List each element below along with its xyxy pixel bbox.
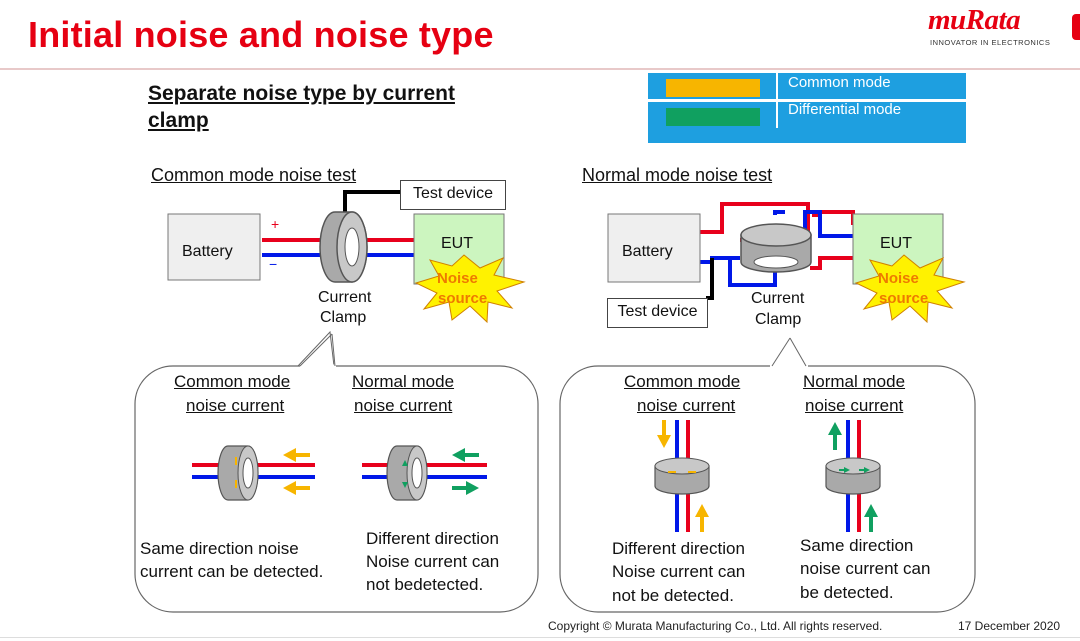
left-noise-label-1: Noise — [437, 270, 478, 287]
left-noise-star — [414, 254, 526, 324]
left-cm-clamp-illustration — [192, 445, 315, 501]
left-clamp-label-1: Current — [318, 289, 372, 306]
right-cm-title-2: noise current — [637, 396, 736, 415]
legend: Common mode Differential mode — [648, 73, 966, 143]
copyright-text: Copyright © Murata Manufacturing Co., Lt… — [548, 619, 883, 633]
murata-logo: muRata INNOVATOR IN ELECTRONICS — [922, 4, 1052, 48]
logo-tagline: INNOVATOR IN ELECTRONICS — [930, 38, 1051, 47]
right-circuit — [559, 202, 976, 613]
right-battery-label: Battery — [622, 243, 673, 260]
left-nm-caption-2: Noise current can — [366, 552, 500, 571]
right-nm-caption-1: Same direction — [800, 536, 914, 555]
left-battery-label: Battery — [182, 243, 233, 260]
left-circuit — [134, 190, 539, 613]
left-clamp-label-2: Clamp — [320, 309, 367, 326]
right-cm-caption-2: Noise current can — [612, 562, 746, 581]
right-nm-title-1: Normal mode — [803, 372, 906, 391]
right-test-device-box: Test device — [607, 298, 708, 328]
left-current-clamp — [319, 211, 368, 283]
right-nm-caption-3: be detected. — [800, 583, 894, 602]
left-minus-sign: − — [269, 256, 278, 272]
slide-title: Initial noise and noise type — [28, 14, 494, 55]
right-cm-caption-1: Different direction — [612, 539, 745, 558]
logo-side-mark — [1072, 14, 1080, 40]
left-nm-caption-1: Different direction — [366, 529, 499, 548]
legend-label-common: Common mode — [788, 74, 891, 91]
left-test-device-lead — [343, 190, 400, 218]
right-clamp-label-2: Clamp — [755, 311, 802, 328]
left-cm-caption-2: current can be detected. — [140, 562, 324, 581]
right-nm-clamp-illustration — [825, 420, 881, 532]
right-noise-label-2: source — [879, 290, 929, 307]
right-noise-label-1: Noise — [878, 270, 919, 287]
left-callout-box — [134, 365, 539, 613]
left-cm-caption-1: Same direction noise — [140, 539, 299, 558]
right-callout-box — [559, 365, 976, 613]
right-cm-caption-3: not be detected. — [612, 586, 734, 605]
left-nm-title-2: noise current — [354, 396, 453, 415]
legend-divider — [776, 73, 778, 99]
left-plus-sign: + — [271, 216, 280, 232]
legend-row-divider — [648, 99, 966, 102]
left-eut-label: EUT — [441, 235, 473, 252]
left-cm-title-2: noise current — [186, 396, 285, 415]
legend-label-differential: Differential mode — [788, 101, 902, 118]
right-nm-caption-2: noise current can — [800, 559, 931, 578]
right-cm-title-1: Common mode — [624, 372, 741, 391]
slide-date: 17 December 2020 — [958, 619, 1061, 633]
left-battery-box — [167, 213, 261, 281]
left-nm-caption-3: not bedetected. — [366, 575, 484, 594]
left-cm-title-1: Common mode — [174, 372, 291, 391]
legend-swatch-differential — [666, 108, 760, 126]
legend-divider — [776, 102, 778, 128]
left-test-device-box: Test device — [400, 180, 506, 210]
right-current-clamp — [740, 223, 812, 273]
legend-item-common: Common mode — [648, 73, 966, 99]
left-noise-label-2: source — [438, 290, 488, 307]
legend-item-differential: Differential mode — [648, 101, 966, 128]
footer-divider — [0, 637, 1080, 638]
slide-subtitle: Separate noise type by current clamp — [148, 82, 455, 132]
left-nm-clamp-illustration — [362, 445, 487, 501]
legend-swatch-common — [666, 79, 760, 97]
right-heading: Normal mode noise test — [582, 165, 773, 185]
right-nm-title-2: noise current — [805, 396, 904, 415]
logo-wordmark: muRata — [928, 4, 1021, 36]
right-eut-label: EUT — [880, 235, 912, 252]
left-heading: Common mode noise test — [151, 165, 357, 185]
right-battery-box — [607, 213, 701, 283]
right-cm-clamp-illustration — [654, 420, 710, 532]
right-clamp-label-1: Current — [751, 290, 805, 307]
left-nm-title-1: Normal mode — [352, 372, 455, 391]
right-noise-star — [854, 254, 966, 324]
header-divider — [0, 68, 1080, 70]
